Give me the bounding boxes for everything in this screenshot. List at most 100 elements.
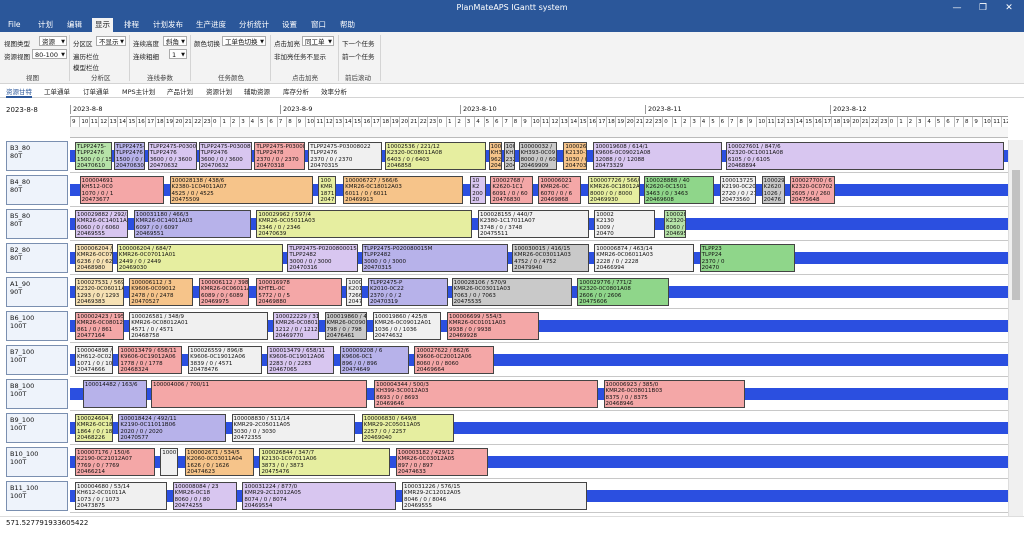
task-block[interactable]: 100006112 / 398/13KMR26-0C06011A036089 /… (199, 278, 250, 306)
tab-work-order[interactable]: 工单通单 (44, 88, 70, 96)
vertical-scrollbar[interactable] (1008, 140, 1023, 516)
tab-aux-resource[interactable]: 辅助资源 (244, 88, 270, 96)
task-block[interactable]: 100014482 / 163/6 (82, 380, 147, 408)
task-block[interactable]: 100014481 / 181/4 (160, 448, 178, 476)
repaint-columns-toggle[interactable]: 遍历栏位 (73, 53, 99, 61)
next-task-button[interactable]: 下一个任务 (342, 40, 375, 48)
task-block[interactable]: 100028266 / 684/7K2320-0C08011A088060 / … (664, 210, 687, 238)
task-block[interactable]: 100004898 / 64/KH612-0C02011071 / 0 / 10… (75, 346, 113, 374)
menu-plan[interactable]: 计划 (38, 20, 53, 29)
menu-display[interactable]: 显示 (92, 18, 113, 32)
close-button[interactable]: ✕ (1005, 3, 1013, 13)
tab-mps[interactable]: MPS主计划 (122, 88, 156, 96)
tab-sales-order[interactable]: 订单通单 (83, 88, 109, 96)
model-columns-toggle[interactable]: 模型栏位 (73, 64, 99, 72)
menu-analysis[interactable]: 分析统计 (239, 20, 269, 29)
minimize-button[interactable]: — (952, 3, 962, 13)
task-block[interactable]: 100004006 / 700/11 (150, 380, 367, 408)
task-block[interactable]: TLPP2475-P0200800015M / 1TLPP24823000 / … (287, 244, 358, 272)
connect-height-select[interactable]: 斜角▼ (163, 36, 187, 46)
task-block[interactable]: 100001608 / 367/14K2010-0C22011A077266 /… (346, 278, 363, 306)
task-block[interactable]: 100027531 / 569/8K2320-0C06011A031293 / … (75, 278, 124, 306)
menu-progress[interactable]: 生产进度 (196, 20, 226, 29)
menu-publish[interactable]: 计划发布 (153, 20, 183, 29)
menu-help[interactable]: 帮助 (340, 20, 355, 29)
click-highlight-select[interactable]: 同工单▼ (302, 36, 334, 46)
view-type-select[interactable]: 资源▼ (39, 36, 67, 46)
maximize-button[interactable]: ❐ (978, 3, 988, 13)
tab-resource-plan[interactable]: 资源计划 (206, 88, 232, 96)
partition-select[interactable]: 不显示▼ (96, 36, 126, 46)
task-block[interactable]: 100002423 / 195/KMR26-0C08012A01861 / 0 … (75, 312, 124, 340)
menu-schedule[interactable]: 排程 (124, 20, 139, 29)
tab-inventory[interactable]: 库存分析 (283, 88, 309, 96)
tab-efficiency[interactable]: 效率分析 (321, 88, 347, 96)
scroll-thumb[interactable] (1012, 170, 1020, 300)
menu-edit[interactable]: 编辑 (67, 20, 82, 29)
menu-settings[interactable]: 设置 (282, 20, 297, 29)
menu-file[interactable]: File (8, 20, 21, 29)
